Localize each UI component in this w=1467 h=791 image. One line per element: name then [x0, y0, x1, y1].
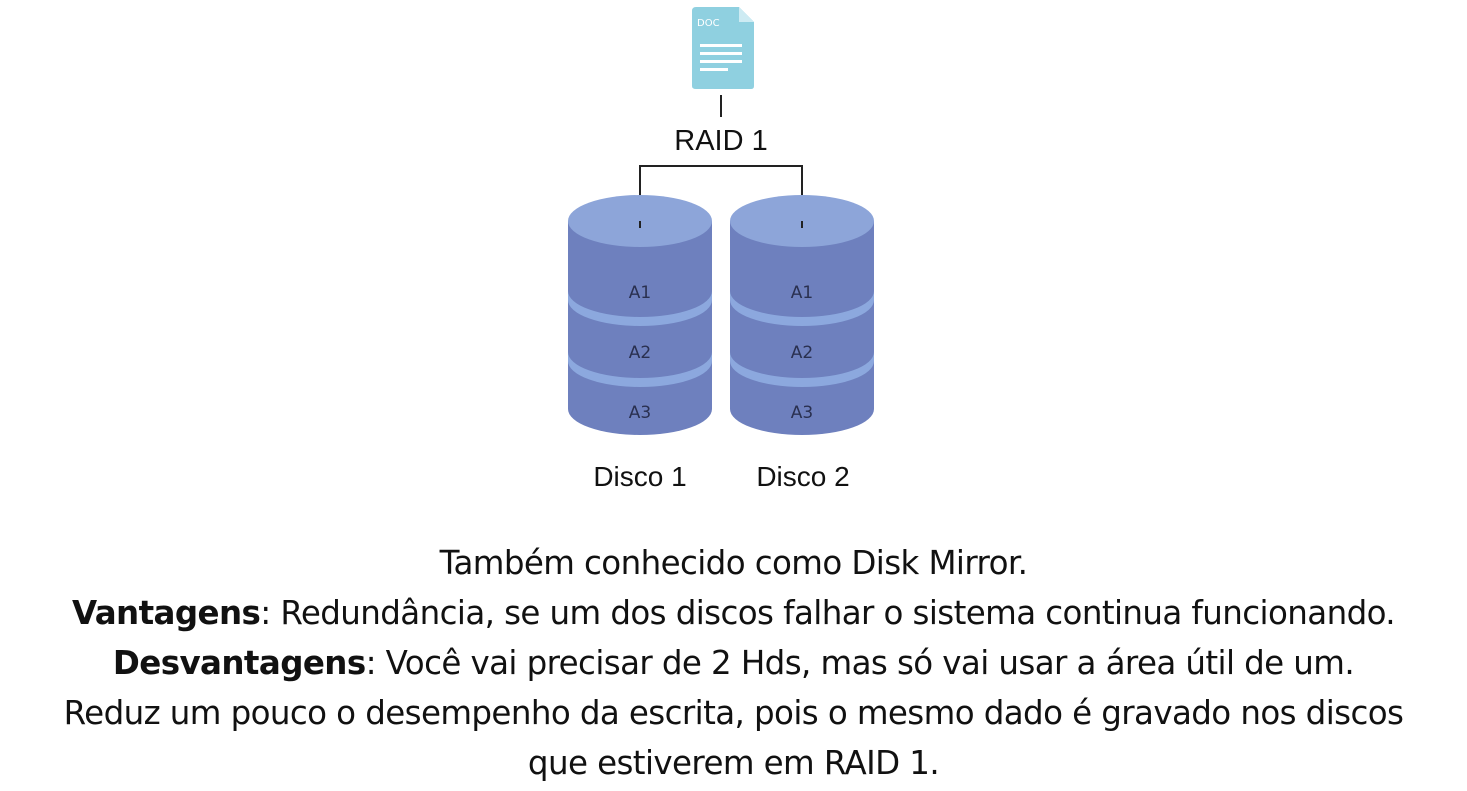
document-icon-label: DOC: [697, 18, 720, 29]
disk-1-stripe-2: [568, 352, 712, 387]
disk-1-block-a1: A1: [629, 283, 651, 303]
disk-1-stripe-1: [568, 291, 712, 326]
disk-1: A1 A2 A3: [568, 195, 712, 435]
raid-label: RAID 1: [674, 125, 767, 157]
disk-1-label: Disco 1: [593, 461, 686, 492]
description-line-1: Também conhecido como Disk Mirror.: [0, 538, 1467, 588]
advantages-heading: Vantagens: [71, 594, 261, 632]
disk-2-label: Disco 2: [756, 461, 849, 492]
description-line-2: Vantagens: Redundância, se um dos discos…: [0, 588, 1467, 638]
disk-2-block-a3: A3: [791, 403, 813, 423]
disk-2-block-a2: A2: [791, 343, 813, 363]
disadvantages-heading: Desvantagens: [112, 644, 366, 682]
description-line-5: que estiverem em RAID 1.: [0, 738, 1467, 788]
disk-2-block-a1: A1: [791, 283, 813, 303]
disk-2-stripe-2: [730, 352, 874, 387]
description-performance-text-end: que estiverem em RAID 1.: [527, 744, 940, 782]
disk-2-stripe-1: [730, 291, 874, 326]
description-performance-text: Reduz um pouco o desempenho da escrita, …: [63, 694, 1404, 732]
disk-2: A1 A2 A3: [730, 195, 874, 435]
disadvantages-text: : Você vai precisar de 2 Hds, mas só vai…: [365, 644, 1355, 682]
disk-1-block-a3: A3: [629, 403, 651, 423]
advantages-text: : Redundância, se um dos discos falhar o…: [260, 594, 1396, 632]
disk-1-block-a2: A2: [629, 343, 651, 363]
description-intro: Também conhecido como Disk Mirror.: [439, 544, 1028, 582]
document-icon: DOC: [692, 7, 754, 89]
raid1-diagram: DOC RAID 1 A1 A2 A3 A1 A2 A3 Disco 1 Dis…: [568, 7, 874, 492]
raid1-description: Também conhecido como Disk Mirror. Vanta…: [0, 538, 1467, 788]
description-line-4: Reduz um pouco o desempenho da escrita, …: [0, 688, 1467, 738]
description-line-3: Desvantagens: Você vai precisar de 2 Hds…: [0, 638, 1467, 688]
